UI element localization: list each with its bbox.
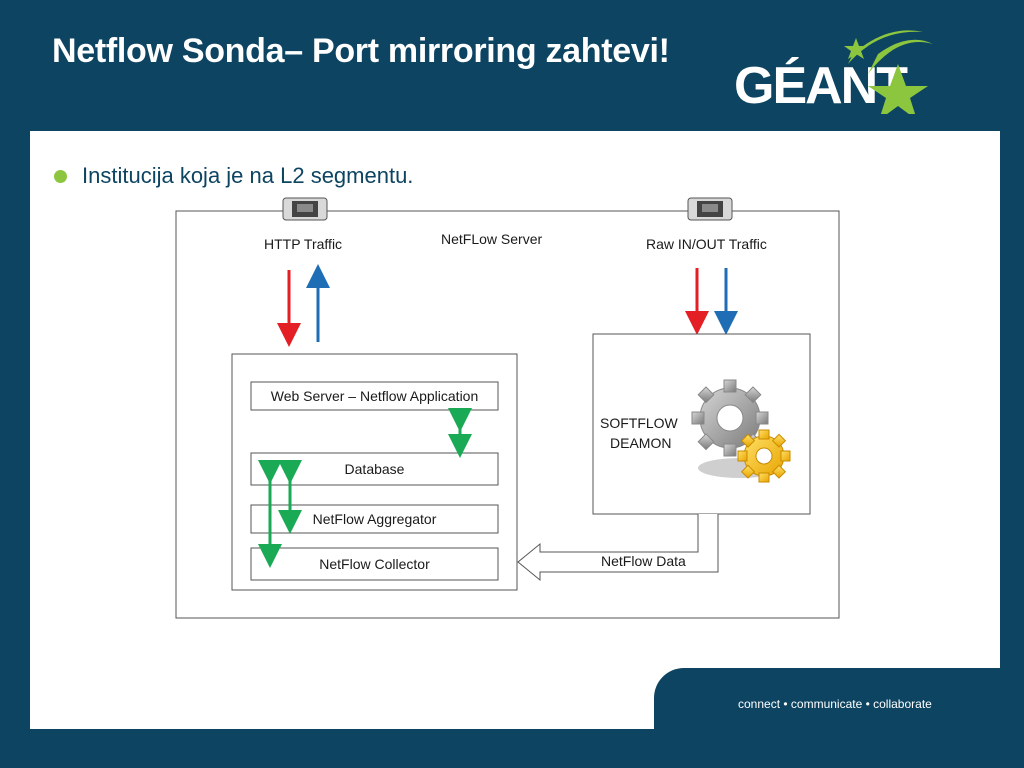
database-label: Database: [344, 461, 405, 477]
web-server-box: [250, 381, 499, 411]
bullet-text: Institucija koja je na L2 segmentu.: [82, 163, 414, 188]
aggregator-label: NetFlow Aggregator: [312, 511, 437, 527]
netflow-data-arrow: [517, 514, 719, 582]
ethernet-port-icon: [282, 197, 328, 221]
footer-tagline: connect • communicate • collaborate: [738, 697, 932, 711]
header-bar: [0, 0, 1024, 132]
netflow-data-label: NetFlow Data: [601, 553, 686, 569]
gear-icon: [737, 429, 791, 483]
collector-label: NetFlow Collector: [319, 556, 430, 572]
gear-icon: [691, 379, 769, 457]
deamon-label: DEAMON: [610, 435, 672, 451]
collector-box: [250, 547, 499, 581]
page-title: Netflow Sonda– Port mirroring zahtevi!: [52, 32, 670, 70]
softflow-label: SOFTFLOW: [600, 415, 678, 431]
http-traffic-label: HTTP Traffic: [264, 236, 343, 252]
geant-logo: GÉANT: [728, 24, 948, 114]
footer-tab: [654, 668, 1006, 730]
star-icon: [844, 30, 933, 114]
web-server-label: Web Server – Netflow Application: [270, 388, 479, 404]
bullet-icon: [54, 170, 67, 183]
ethernet-port-icon: [687, 197, 733, 221]
raw-traffic-label: Raw IN/OUT Traffic: [646, 236, 767, 252]
server-label: NetFLow Server: [441, 231, 543, 247]
